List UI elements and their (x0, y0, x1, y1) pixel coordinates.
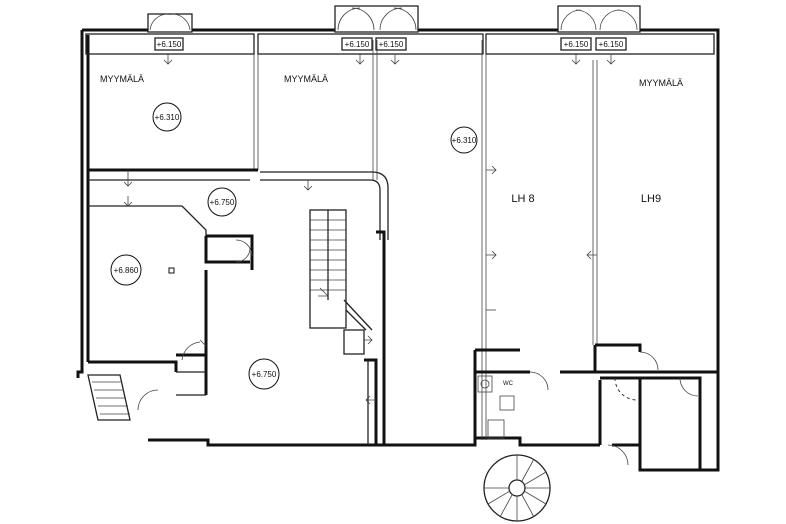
room-label-lh9: LH9 (641, 193, 661, 205)
flow-arrows (123, 165, 597, 405)
svg-text:+6.150: +6.150 (564, 40, 589, 49)
svg-text:+6.150: +6.150 (599, 40, 624, 49)
svg-text:+6.150: +6.150 (345, 40, 370, 49)
wc-fixtures (477, 375, 515, 439)
room-label-lh8: LH 8 (511, 193, 534, 205)
svg-text:+6.150: +6.150 (157, 40, 182, 49)
svg-text:+6.150: +6.150 (379, 40, 404, 49)
svg-text:+6.310: +6.310 (452, 136, 477, 145)
elev-shop-left: +6.310 (152, 102, 182, 132)
room-label-shop-2: MYYMÄLÄ (284, 74, 328, 84)
door-swings (137, 239, 699, 466)
outer-walls (76, 28, 720, 472)
elev-corridor: +6.750 (207, 187, 237, 217)
elev-top-3: +6.150 (375, 37, 407, 51)
elev-top-2: +6.150 (341, 37, 373, 51)
elev-room-left: +6.860 (110, 254, 142, 286)
room-label-shop-1: MYYMÄLÄ (100, 74, 144, 84)
elev-top-1: +6.150 (154, 37, 184, 51)
elev-top-4: +6.150 (560, 37, 592, 51)
svg-text:+6.310: +6.310 (155, 113, 180, 122)
elev-top-5: +6.150 (595, 37, 627, 51)
room-labels: MYYMÄLÄ MYYMÄLÄ MYYMÄLÄ LH 8 LH9 WC (100, 74, 683, 387)
lower-left-stair (87, 374, 131, 421)
svg-text:+6.750: +6.750 (252, 370, 277, 379)
elev-hall: +6.750 (248, 358, 280, 390)
elevation-markers: +6.150 +6.150 +6.150 +6.150 +6.150 +6.31… (110, 37, 627, 390)
columns (168, 267, 175, 274)
elev-center-col: +6.310 (450, 126, 478, 154)
room-label-wc: WC (503, 381, 514, 387)
room-label-shop-3: MYYMÄLÄ (639, 78, 683, 88)
top-entrances (147, 5, 641, 33)
svg-text:+6.860: +6.860 (114, 266, 139, 275)
interior-walls (88, 168, 718, 470)
main-staircase (309, 209, 373, 355)
svg-text:+6.750: +6.750 (210, 198, 235, 207)
spiral-staircase (483, 454, 551, 522)
